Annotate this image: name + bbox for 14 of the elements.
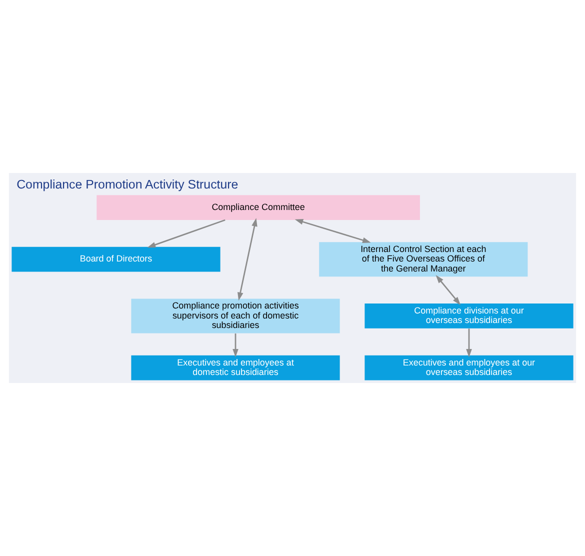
arrow: [436, 275, 461, 306]
node-box: Executives and employees at our overseas subsidiaries: [364, 355, 574, 380]
arrow: [294, 219, 371, 243]
node-box: Compliance divisions at our overseas subsidiaries: [364, 304, 574, 328]
arrow: [238, 218, 258, 301]
node-box: Compliance Committee: [96, 195, 420, 220]
arrow: [232, 333, 238, 358]
arrow: [147, 219, 226, 248]
node-box: Compliance promotion activities supervisors of each of domestic subsidiaries: [131, 298, 340, 334]
node-box: Internal Control Section at each of the Five Overseas Offices of the General Manager: [319, 242, 528, 277]
diagram-title: Compliance Promotion Activity Structure: [16, 177, 238, 192]
node-box: Board of Directors: [12, 246, 220, 272]
arrow: [466, 328, 472, 358]
node-box: Executives and employees at domestic subsidiaries: [131, 355, 340, 380]
